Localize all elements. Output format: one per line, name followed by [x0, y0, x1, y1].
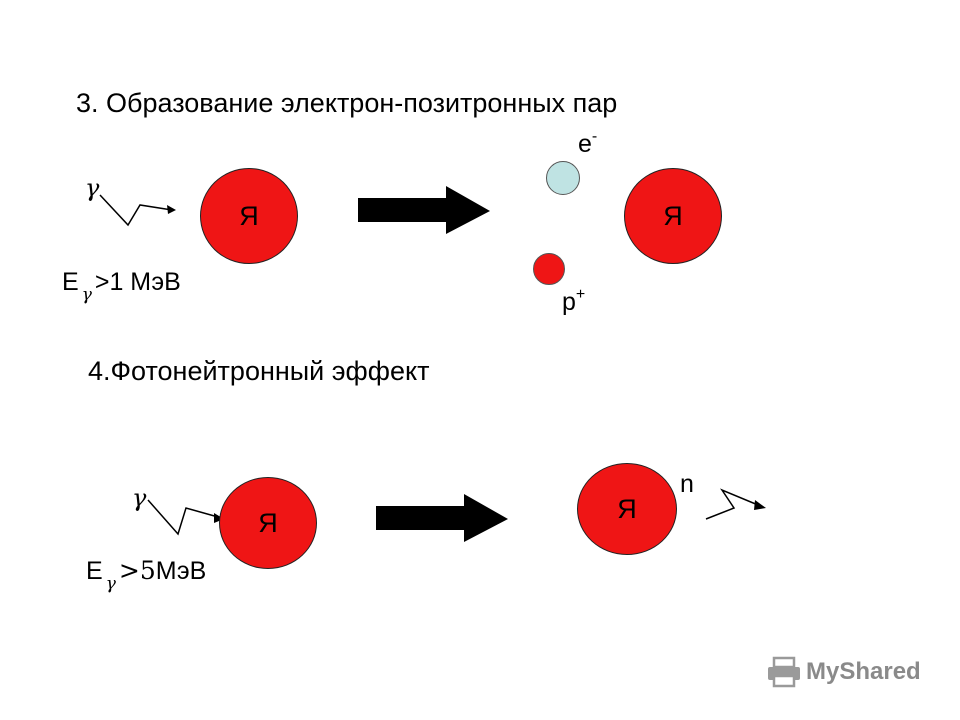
nucleus-label: Я [663, 200, 683, 231]
electron-particle [546, 161, 580, 195]
energy-number: 5 [139, 556, 156, 585]
section3-product-nucleus: Я [624, 168, 722, 264]
section3-heading: 3. Образование электрон-позитронных пар [76, 88, 618, 118]
energy-unit: МэВ [155, 557, 207, 585]
section4-heading: 4.Фотонейтронный эффект [88, 356, 430, 386]
section4-nucleus: Я [219, 477, 317, 569]
energy-subscript: γ [105, 574, 116, 594]
printer-icon [768, 656, 800, 688]
watermark-text: MyShared [806, 658, 921, 685]
energy-value: >1 МэВ [94, 268, 181, 296]
section3-gamma-label: γ [85, 174, 100, 202]
section3-reaction-arrow [358, 186, 490, 234]
energy-letter: E [86, 557, 103, 585]
section4-gamma-label: γ [132, 484, 147, 512]
positron-charge: + [575, 286, 586, 303]
nucleus-label: Я [239, 200, 259, 231]
electron-letter: e [578, 130, 592, 158]
positron-label: p+ [562, 286, 586, 317]
neutron-ray [705, 488, 766, 520]
energy-operator: > [118, 556, 140, 585]
nucleus-label: Я [617, 493, 637, 524]
section4-reaction-arrow [376, 494, 508, 542]
section4-gamma-ray [147, 499, 224, 536]
neutron-label: n [680, 470, 694, 498]
electron-charge: - [591, 128, 598, 145]
watermark-logo: MyShared [766, 656, 921, 688]
electron-label: e- [578, 128, 598, 159]
nucleus-label: Я [258, 507, 278, 538]
energy-letter: E [62, 268, 79, 296]
section3-nucleus: Я [200, 168, 298, 264]
positron-particle [533, 253, 565, 285]
positron-letter: p [562, 288, 576, 316]
energy-subscript: γ [81, 285, 92, 305]
section3-gamma-ray [99, 194, 176, 227]
section4-product-nucleus: Я [577, 463, 677, 555]
